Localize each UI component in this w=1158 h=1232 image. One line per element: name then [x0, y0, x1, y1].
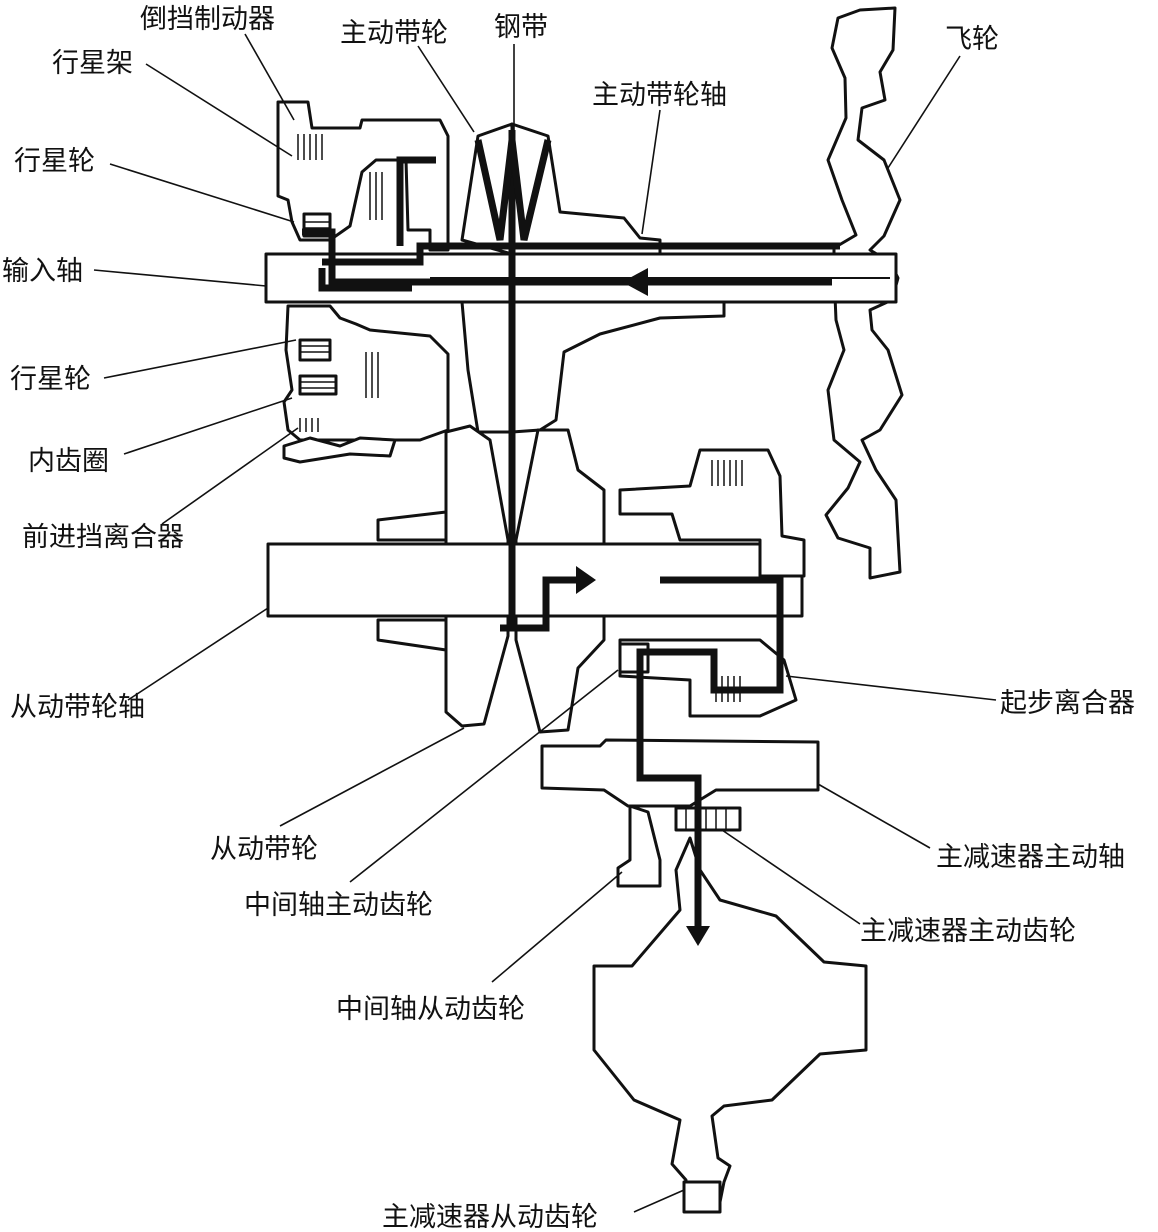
label-steel-belt: 钢带 — [494, 12, 548, 43]
leader-drive-pulley — [417, 45, 475, 133]
leader-driven-pulley-shaft — [127, 607, 269, 701]
label-ring-gear: 内齿圈 — [28, 446, 109, 477]
leader-input-shaft — [93, 269, 267, 287]
countershaft-drive-gear-part — [618, 642, 650, 674]
leader-drive-pulley-shaft — [641, 109, 661, 235]
planet-gear-lower-part — [298, 338, 338, 396]
label-planet-gear-lower: 行星轮 — [10, 364, 91, 395]
label-final-drive-shaft: 主减速器主动轴 — [936, 842, 1125, 873]
label-driven-pulley: 从动带轮 — [210, 834, 318, 865]
label-start-clutch: 起步离合器 — [1000, 688, 1135, 719]
forward-clutch-plates — [299, 352, 379, 432]
label-planet-gear-upper: 行星轮 — [14, 146, 95, 177]
label-input-shaft: 输入轴 — [2, 256, 83, 287]
leader-final-drive-shaft — [817, 783, 931, 849]
leader-planet-carrier — [145, 63, 293, 157]
leader-planet-gear-upper — [109, 163, 295, 223]
differential-housing — [592, 836, 868, 1214]
leader-driven-pulley — [279, 727, 465, 827]
start-clutch-part — [618, 448, 806, 718]
leader-final-driven-gear — [633, 1189, 685, 1213]
leader-final-drive-gear — [721, 829, 861, 925]
leader-flywheel — [887, 55, 961, 169]
leader-start-clutch — [785, 675, 997, 701]
label-countershaft-driven-gear: 中间轴从动齿轮 — [336, 994, 525, 1025]
leader-countershaft-drive-gear — [349, 669, 619, 883]
leader-forward-clutch — [161, 427, 299, 525]
label-countershaft-drive-gear: 中间轴主动齿轮 — [244, 890, 433, 921]
labels: 倒挡制动器 主动带轮 钢带 飞轮 行星架 主动带轮轴 行星轮 输入轴 行星轮 内… — [2, 4, 1135, 1232]
label-final-drive-gear: 主减速器主动齿轮 — [860, 916, 1076, 947]
leader-planet-gear-lower — [103, 339, 297, 379]
countershaft-driven-gear-part — [616, 804, 662, 888]
leader-lines — [93, 33, 997, 1213]
power-flow-path — [302, 130, 840, 946]
label-forward-clutch: 前进挡离合器 — [22, 522, 184, 553]
final-drive-shaft-part — [540, 738, 820, 808]
label-reverse-brake: 倒挡制动器 — [140, 4, 275, 35]
label-drive-pulley-shaft: 主动带轮轴 — [592, 80, 727, 111]
reverse-brake-plates — [297, 134, 383, 220]
leader-countershaft-driven-gear — [491, 871, 623, 983]
final-drive-gear-part — [674, 806, 742, 832]
planetary-gearset — [276, 100, 450, 464]
leader-ring-gear — [123, 397, 293, 455]
label-planet-carrier: 行星架 — [52, 48, 133, 79]
label-flywheel: 飞轮 — [945, 24, 999, 55]
label-final-driven-gear: 主减速器从动齿轮 — [382, 1202, 598, 1232]
final-driven-gear-part — [682, 1180, 722, 1214]
label-driven-pulley-shaft: 从动带轮轴 — [10, 692, 145, 723]
label-drive-pulley: 主动带轮 — [340, 18, 448, 49]
leader-reverse-brake — [244, 33, 295, 121]
